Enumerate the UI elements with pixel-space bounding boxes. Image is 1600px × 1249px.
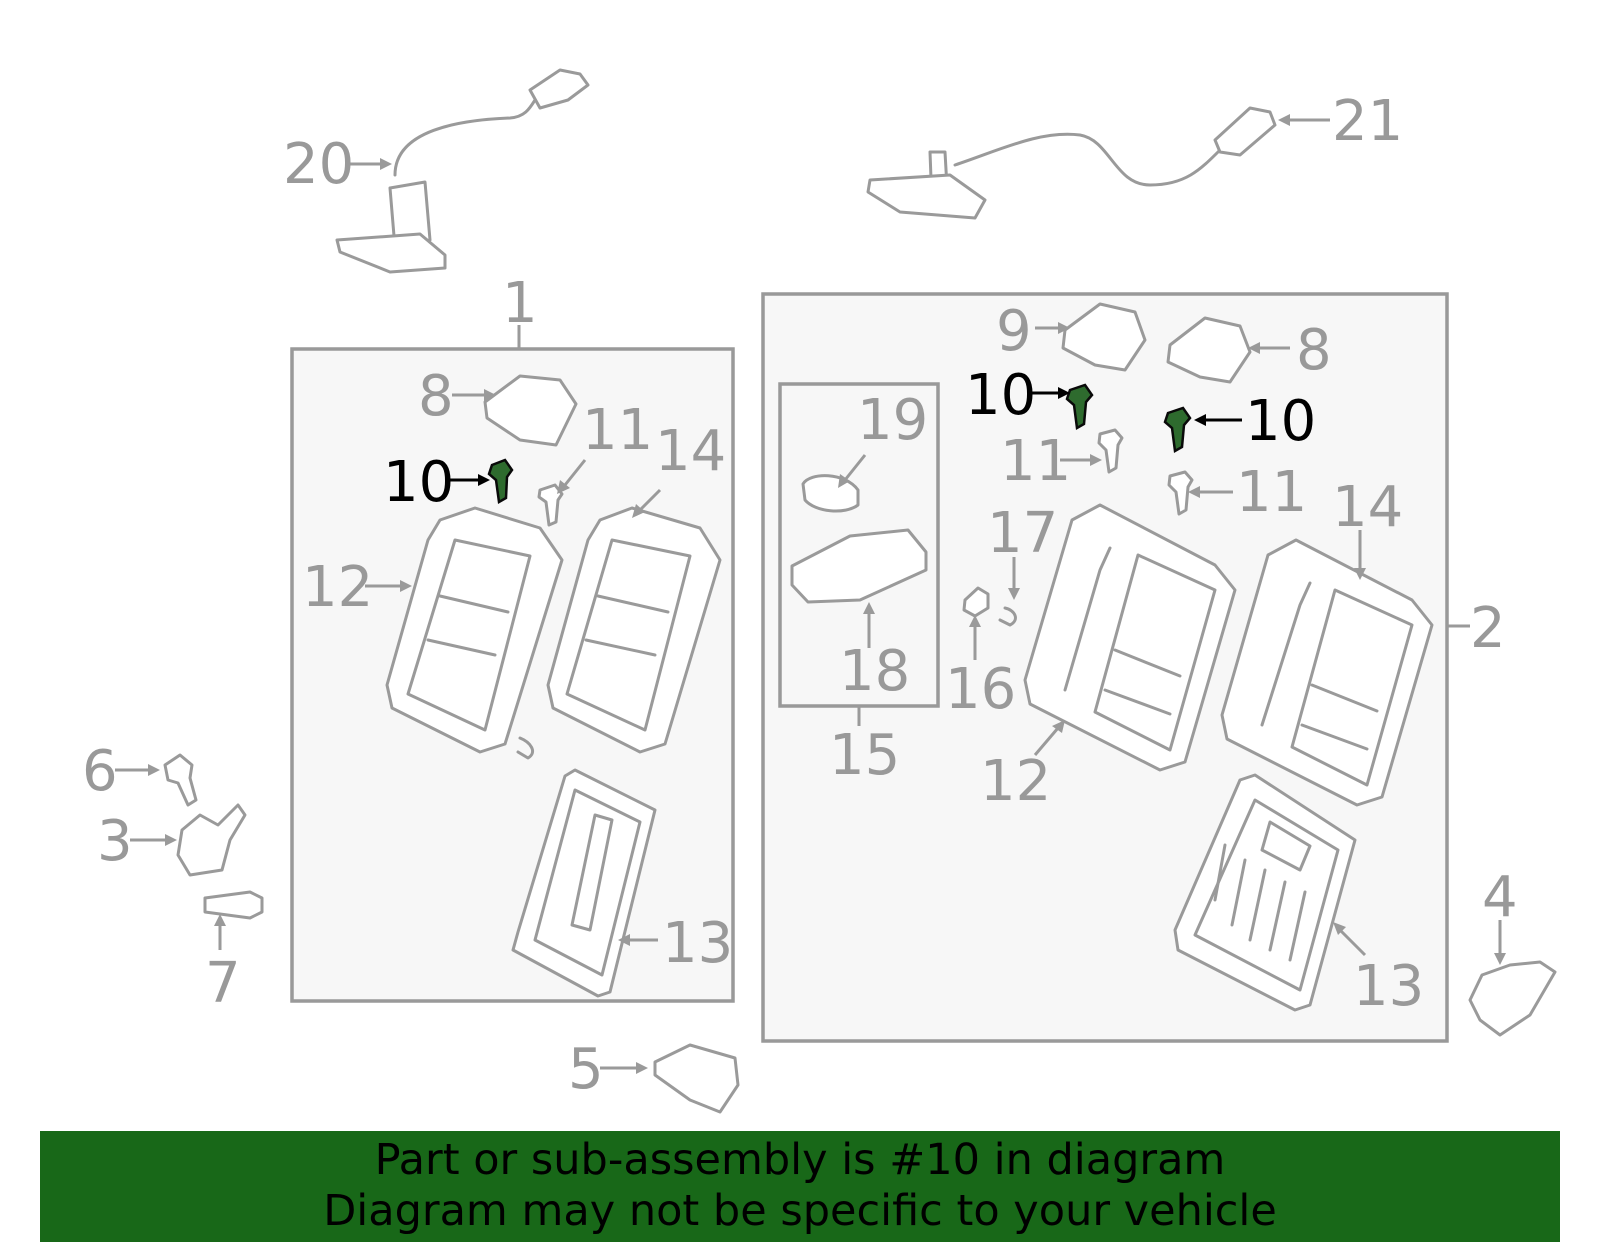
banner-line-2: Diagram may not be specific to your vehi… (323, 1186, 1277, 1236)
part-14-left-seatback (546, 506, 722, 754)
callout-11-left: 11 (582, 398, 653, 463)
callout-11-mid: 11 (1000, 429, 1071, 494)
callout-10-right: 10 (1245, 389, 1316, 454)
callout-8-left: 8 (418, 364, 454, 429)
callout-5: 5 (568, 1037, 604, 1102)
part-5-bracket (653, 1043, 740, 1114)
callout-13-right: 13 (1353, 954, 1424, 1019)
part-11-mid (1097, 428, 1124, 474)
callout-13-left: 13 (662, 911, 733, 976)
callout-1: 1 (502, 271, 538, 336)
part-3-bracket (176, 803, 247, 877)
part-12-left-seatback (385, 506, 564, 754)
part-13-right-frame (1173, 773, 1357, 1012)
part-9 (1061, 302, 1147, 372)
callout-11-right: 11 (1236, 460, 1307, 525)
leader-arrows (115, 114, 1506, 1074)
part-17-clip (998, 606, 1017, 627)
callout-4: 4 (1482, 865, 1518, 930)
callout-10-left: 10 (383, 450, 454, 515)
part-18-armrest (790, 528, 928, 604)
part-20-cable (335, 68, 590, 274)
callout-12-left: 12 (302, 555, 373, 620)
part-7-bolt (203, 890, 264, 920)
banner-line-1: Part or sub-assembly is #10 in diagram (374, 1135, 1226, 1185)
callout-8-right: 8 (1296, 318, 1332, 383)
callout-19: 19 (857, 388, 928, 453)
callout-6: 6 (82, 739, 118, 804)
part-8-right (1166, 316, 1252, 384)
part-10-left (487, 458, 514, 505)
part-8-left (483, 374, 578, 447)
part-19-cupholder (801, 474, 860, 513)
part-16-clip (962, 586, 990, 618)
callout-2: 2 (1470, 596, 1506, 661)
part-11-left (537, 483, 564, 527)
part-12-right-seatback (1023, 503, 1237, 772)
callout-21: 21 (1332, 89, 1403, 154)
callout-10-mid: 10 (965, 363, 1036, 428)
info-banner: Part or sub-assembly is #10 in diagram D… (40, 1131, 1560, 1242)
part-10-mid (1065, 383, 1094, 431)
callout-18: 18 (839, 639, 910, 704)
part-6-bolt (163, 753, 198, 807)
callout-16: 16 (945, 657, 1016, 722)
callout-3: 3 (97, 809, 133, 874)
callout-14-right: 14 (1332, 475, 1403, 540)
part-17-left-clip (516, 736, 534, 760)
part-4-bracket (1468, 960, 1557, 1037)
callout-20: 20 (283, 132, 354, 197)
part-10-right (1163, 406, 1192, 454)
part-11-right (1167, 470, 1194, 516)
callout-7: 7 (205, 951, 241, 1016)
part-21-cable (866, 106, 1277, 220)
callout-14-left: 14 (655, 419, 726, 484)
callout-9: 9 (996, 299, 1032, 364)
callout-12-right: 12 (980, 749, 1051, 814)
callout-17: 17 (987, 501, 1058, 566)
part-14-right-seatback (1220, 538, 1434, 807)
callout-15: 15 (829, 723, 900, 788)
